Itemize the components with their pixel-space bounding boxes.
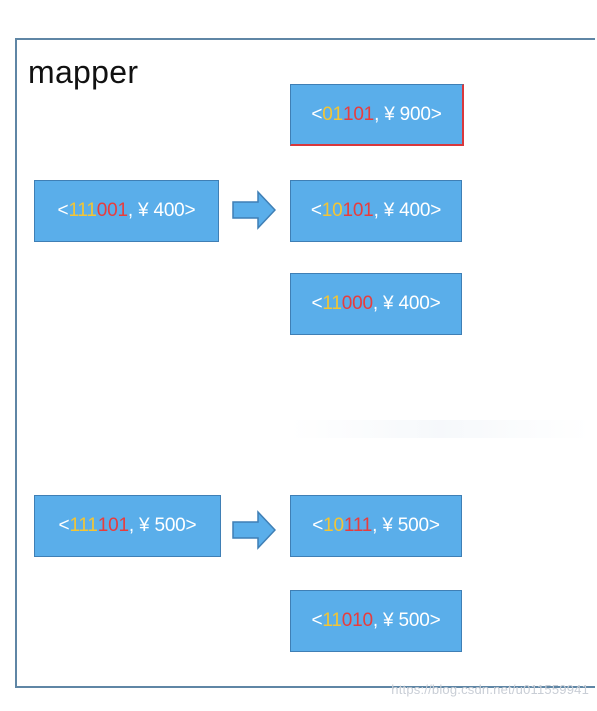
label-part: 10 bbox=[323, 515, 344, 536]
right-arrow-icon bbox=[232, 510, 276, 550]
watermark-text: https://blog.csdn.net/u011559941 bbox=[391, 682, 589, 697]
label-part: < bbox=[311, 610, 323, 631]
label-part: 101 bbox=[342, 200, 374, 221]
label-part: 101 bbox=[342, 103, 375, 125]
label-part: < bbox=[57, 200, 69, 221]
label-part: 101 bbox=[97, 515, 129, 536]
label-part: < bbox=[310, 200, 322, 221]
label-part: < bbox=[312, 515, 324, 536]
label-part: < bbox=[58, 515, 70, 536]
label-part: 111 bbox=[343, 515, 373, 536]
label-part: , ¥ 900> bbox=[374, 103, 442, 125]
faint-highlight bbox=[290, 420, 590, 438]
diagram-title: mapper bbox=[28, 54, 139, 90]
label-part: 01 bbox=[322, 103, 343, 125]
label-part: , ¥ 500> bbox=[372, 515, 440, 536]
label-part: 010 bbox=[341, 610, 373, 631]
label-part: 11 bbox=[322, 610, 342, 631]
label-part: 111 bbox=[68, 200, 97, 221]
right-arrow-icon bbox=[232, 190, 276, 230]
mapper-frame bbox=[15, 38, 595, 688]
label-part: , ¥ 400> bbox=[127, 200, 196, 221]
label-part: , ¥ 400> bbox=[373, 200, 442, 221]
label-part: 10 bbox=[321, 200, 343, 221]
label-part: 11 bbox=[322, 293, 342, 314]
label-part: 111 bbox=[69, 515, 98, 536]
label-part: , ¥ 400> bbox=[372, 293, 441, 314]
label-part: 000 bbox=[341, 293, 373, 314]
label-part: 001 bbox=[96, 200, 128, 221]
label-part: , ¥ 500> bbox=[128, 515, 197, 536]
label-part: , ¥ 500> bbox=[372, 610, 441, 631]
label-part: < bbox=[311, 103, 323, 125]
label-part: < bbox=[311, 293, 323, 314]
